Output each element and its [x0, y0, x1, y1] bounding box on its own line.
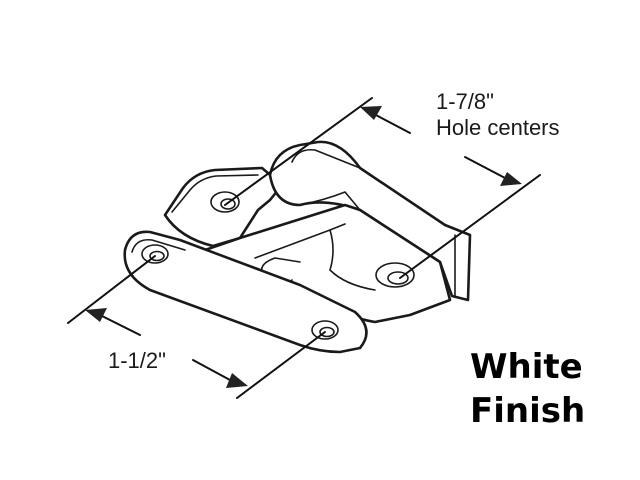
hole-centers-dimension [224, 97, 541, 279]
hole-centers-label: 1-7/8" Hole centers [436, 89, 560, 141]
lever [268, 140, 472, 302]
hole-centers-caption: Hole centers [436, 115, 560, 140]
finish-line-2: Finish [470, 391, 586, 431]
finish-line-1: White [470, 347, 583, 387]
width-value: 1-1/2" [108, 348, 166, 373]
width-dimension [67, 255, 326, 399]
keeper-plate [123, 230, 368, 354]
hole-centers-value: 1-7/8" [436, 89, 494, 114]
finish-label: White Finish [470, 345, 585, 433]
